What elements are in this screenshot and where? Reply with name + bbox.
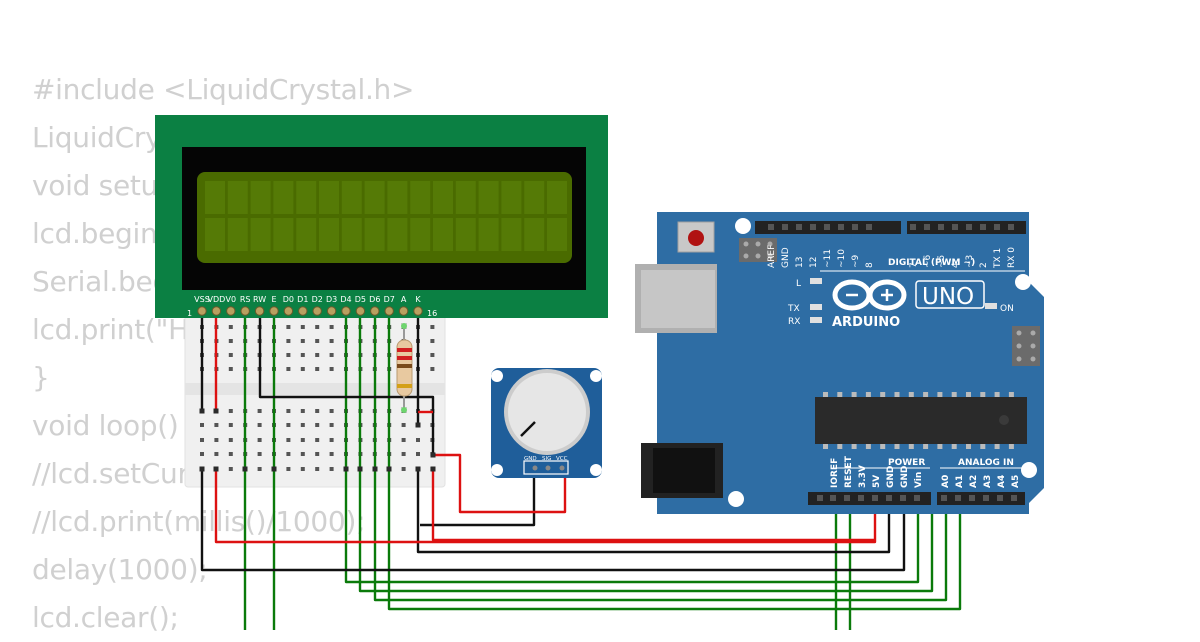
on-led-label: ON [1000,304,1014,314]
arduino-analog-pin-label: A5 [1011,475,1021,488]
arduino-power-pin-label: Vin [914,472,924,488]
power-label: POWER [888,458,925,468]
arduino-uno: AREF GND 13 12 ~11 ~10 ~9 8 7 ~6 ~5 4 ~3 2 TX 1 RX 0 DI… [635,212,1044,514]
wire [214,469,877,544]
lcd-pin-label: V0 [226,295,237,304]
pot-label-gnd: GND [524,456,537,462]
arduino-header-label: AREF [767,245,777,268]
arduino-header-label: 7 [909,262,919,268]
arduino-header-label: 13 [795,257,805,268]
lcd-pin-label: RS [240,295,251,304]
potentiometer: GND SIG VCC [491,368,602,478]
arduino-header-label: ~3 [965,255,975,268]
code-line: lcd.clear(); [32,601,179,634]
lcd-pin-label: D7 [384,295,395,304]
lcd-pin-label: D6 [369,295,380,304]
led-l-label: L [796,279,801,289]
analog-in-label: ANALOG IN [958,458,1014,468]
code-line: } [32,361,50,394]
arduino-power-pin-label: GND [886,466,896,488]
resistor [396,325,413,410]
arduino-brand: ARDUINO [832,315,900,330]
arduino-analog-pin-label: A4 [997,475,1007,488]
wire [433,453,567,514]
code-line: delay(1000); [32,553,208,586]
digital-pwm-label: DIGITAL (PWM ~) [888,258,975,268]
arduino-model: UNO [922,284,974,310]
led-rx-label: RX [788,317,800,327]
arduino-analog-pin-label: A2 [969,475,979,488]
lcd-pin-label: D0 [283,295,294,304]
arduino-analog-pin-label: A3 [983,475,993,488]
arduino-header-label: TX 1 [993,248,1003,269]
arduino-header-label: 4 [951,262,961,268]
lcd-pin-label: VSS [194,295,210,304]
lcd-pin-label: RW [253,295,266,304]
arduino-power-pin-label: 5V [872,475,882,488]
arduino-header-label: RX 0 [1007,247,1017,268]
arduino-power-pin-label: GND [900,466,910,488]
arduino-header-label: GND [781,247,791,268]
wire [200,469,906,572]
arduino-header-label: 12 [809,257,819,268]
arduino-infinity-logo [832,279,907,311]
arduino-header-label: ~5 [937,255,947,268]
arduino-analog-pin-label: A0 [941,475,951,488]
lcd-pin-label: D2 [312,295,323,304]
lcd-pin-label: E [271,295,276,304]
pot-label-vcc: VCC [556,456,568,462]
code-line: #include <LiquidCrystal.h> [32,73,415,106]
arduino-header-label: ~10 [837,249,847,268]
lcd-pin-label: D5 [355,295,366,304]
arduino-header-label: 2 [979,262,989,268]
arduino-analog-pin-label: A1 [955,475,965,488]
arduino-header-label: ~9 [851,254,861,268]
arduino-power-pin-label: IOREF [830,458,840,488]
wire [420,470,536,527]
lcd-pin-label: A [401,295,407,304]
lcd-pin-label: VDD [208,295,226,304]
lcd-pin-label: D1 [297,295,308,304]
lcd-pin-label: K [415,295,421,304]
led-tx-label: TX [787,304,800,314]
lcd-pin-label: D3 [326,295,337,304]
wires [200,234,962,630]
pot-label-sig: SIG [542,456,551,462]
lcd-pin-last-number: 16 [427,309,437,318]
lcd-pin-label: D4 [340,295,351,304]
arduino-power-pin-label: 3.3V [858,465,868,488]
arduino-power-pin-label: RESET [844,455,854,488]
arduino-header-label: 8 [865,262,875,268]
arduino-header-label: ~11 [823,249,833,268]
arduino-header-label: ~6 [923,254,933,268]
code-line: //lcd.print(millis()/1000); [32,505,366,538]
lcd-pin-first-number: 1 [187,309,192,318]
wire [258,311,435,455]
wire [431,469,875,542]
